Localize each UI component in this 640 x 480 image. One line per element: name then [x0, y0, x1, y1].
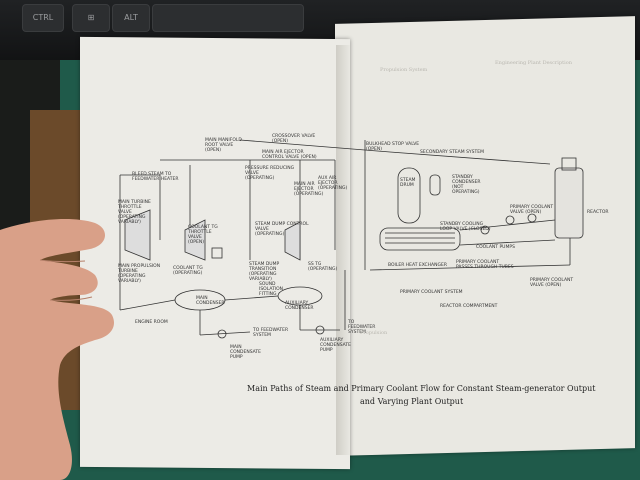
caption-line-1: Main Paths of Steam and Primary Coolant … [247, 384, 596, 393]
label-reactor: REACTOR [587, 210, 609, 215]
label-bulkhead-stop-valve: BULKHEAD STOP VALVE(OPEN) [366, 142, 420, 152]
label-coolant-tg: COOLANT TG(OPERATING) [173, 266, 203, 276]
flow-diagram [119, 139, 584, 339]
label-coolant-pumps: COOLANT PUMPS [476, 245, 515, 250]
space-bar [152, 4, 304, 32]
right-page-header-left: Propulsion System [380, 67, 428, 73]
alt-key: ALT [112, 4, 150, 32]
label-boiler-heat-exchanger: BOILER HEAT EXCHANGER [388, 263, 447, 268]
faint-right-page-word: Propulsion [360, 330, 388, 336]
right-page-header: Engineering Plant Description [495, 60, 572, 66]
label-crossover-valve: CROSSOVER VALVE(OPEN) [272, 134, 316, 144]
label-engine-room: ENGINE ROOM [135, 320, 168, 325]
windows-key: ⊞ [72, 4, 110, 32]
label-secondary-steam-system: SECONDARY STEAM SYSTEM [420, 150, 485, 155]
hand [0, 219, 115, 480]
label-primary-coolant-system: PRIMARY COOLANT SYSTEM [400, 290, 463, 295]
caption-line-2: and Varying Plant Output [360, 397, 464, 406]
ctrl-key: CTRL [22, 4, 64, 32]
book-gutter [336, 45, 350, 455]
label-reactor-compartment: REACTOR COMPARTMENT [440, 304, 498, 309]
label-ss-tg: SS TG(OPERATING) [308, 262, 338, 272]
